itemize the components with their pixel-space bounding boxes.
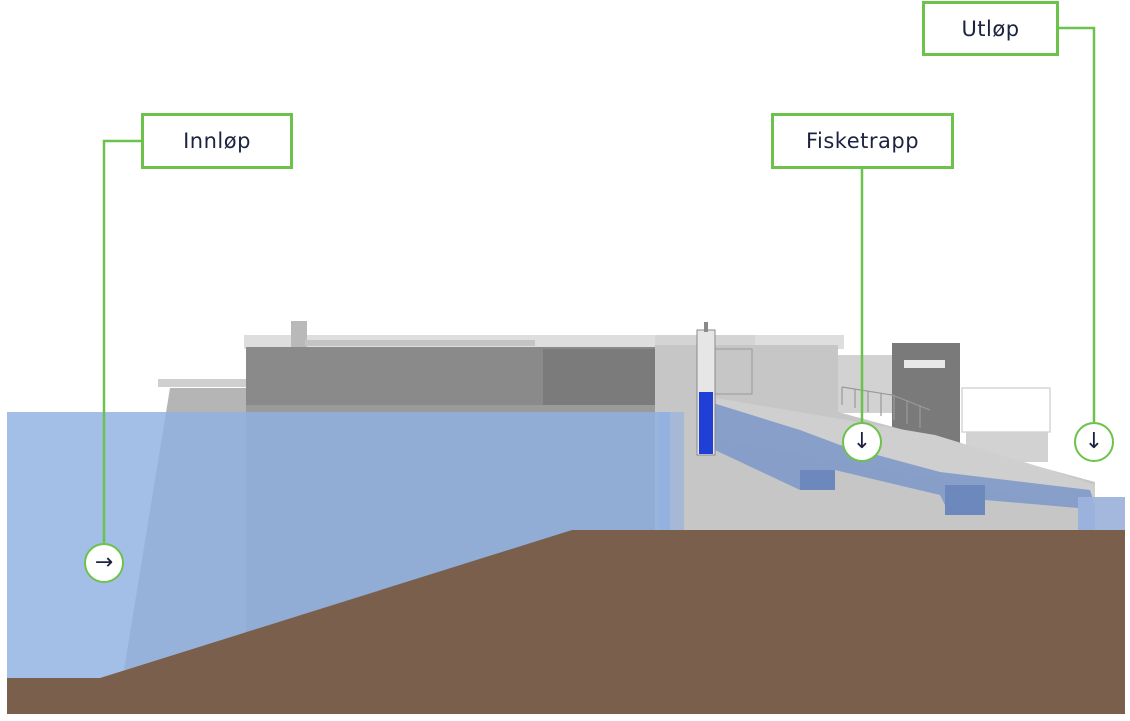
inlet-label: Innløp bbox=[141, 113, 293, 169]
arrow-down-icon: ↓ bbox=[842, 422, 882, 462]
gate-shaft bbox=[696, 322, 716, 456]
arrow-right-icon: → bbox=[84, 543, 124, 583]
railing bbox=[841, 386, 931, 428]
ground bbox=[7, 530, 1125, 714]
fish-ladder-label: Fisketrapp bbox=[771, 113, 954, 169]
outlet-label: Utløp bbox=[922, 1, 1059, 56]
arrow-down-icon: ↓ bbox=[1074, 422, 1114, 462]
fish-ladder-channel bbox=[713, 403, 1125, 532]
callout-lines bbox=[102, 26, 1096, 543]
